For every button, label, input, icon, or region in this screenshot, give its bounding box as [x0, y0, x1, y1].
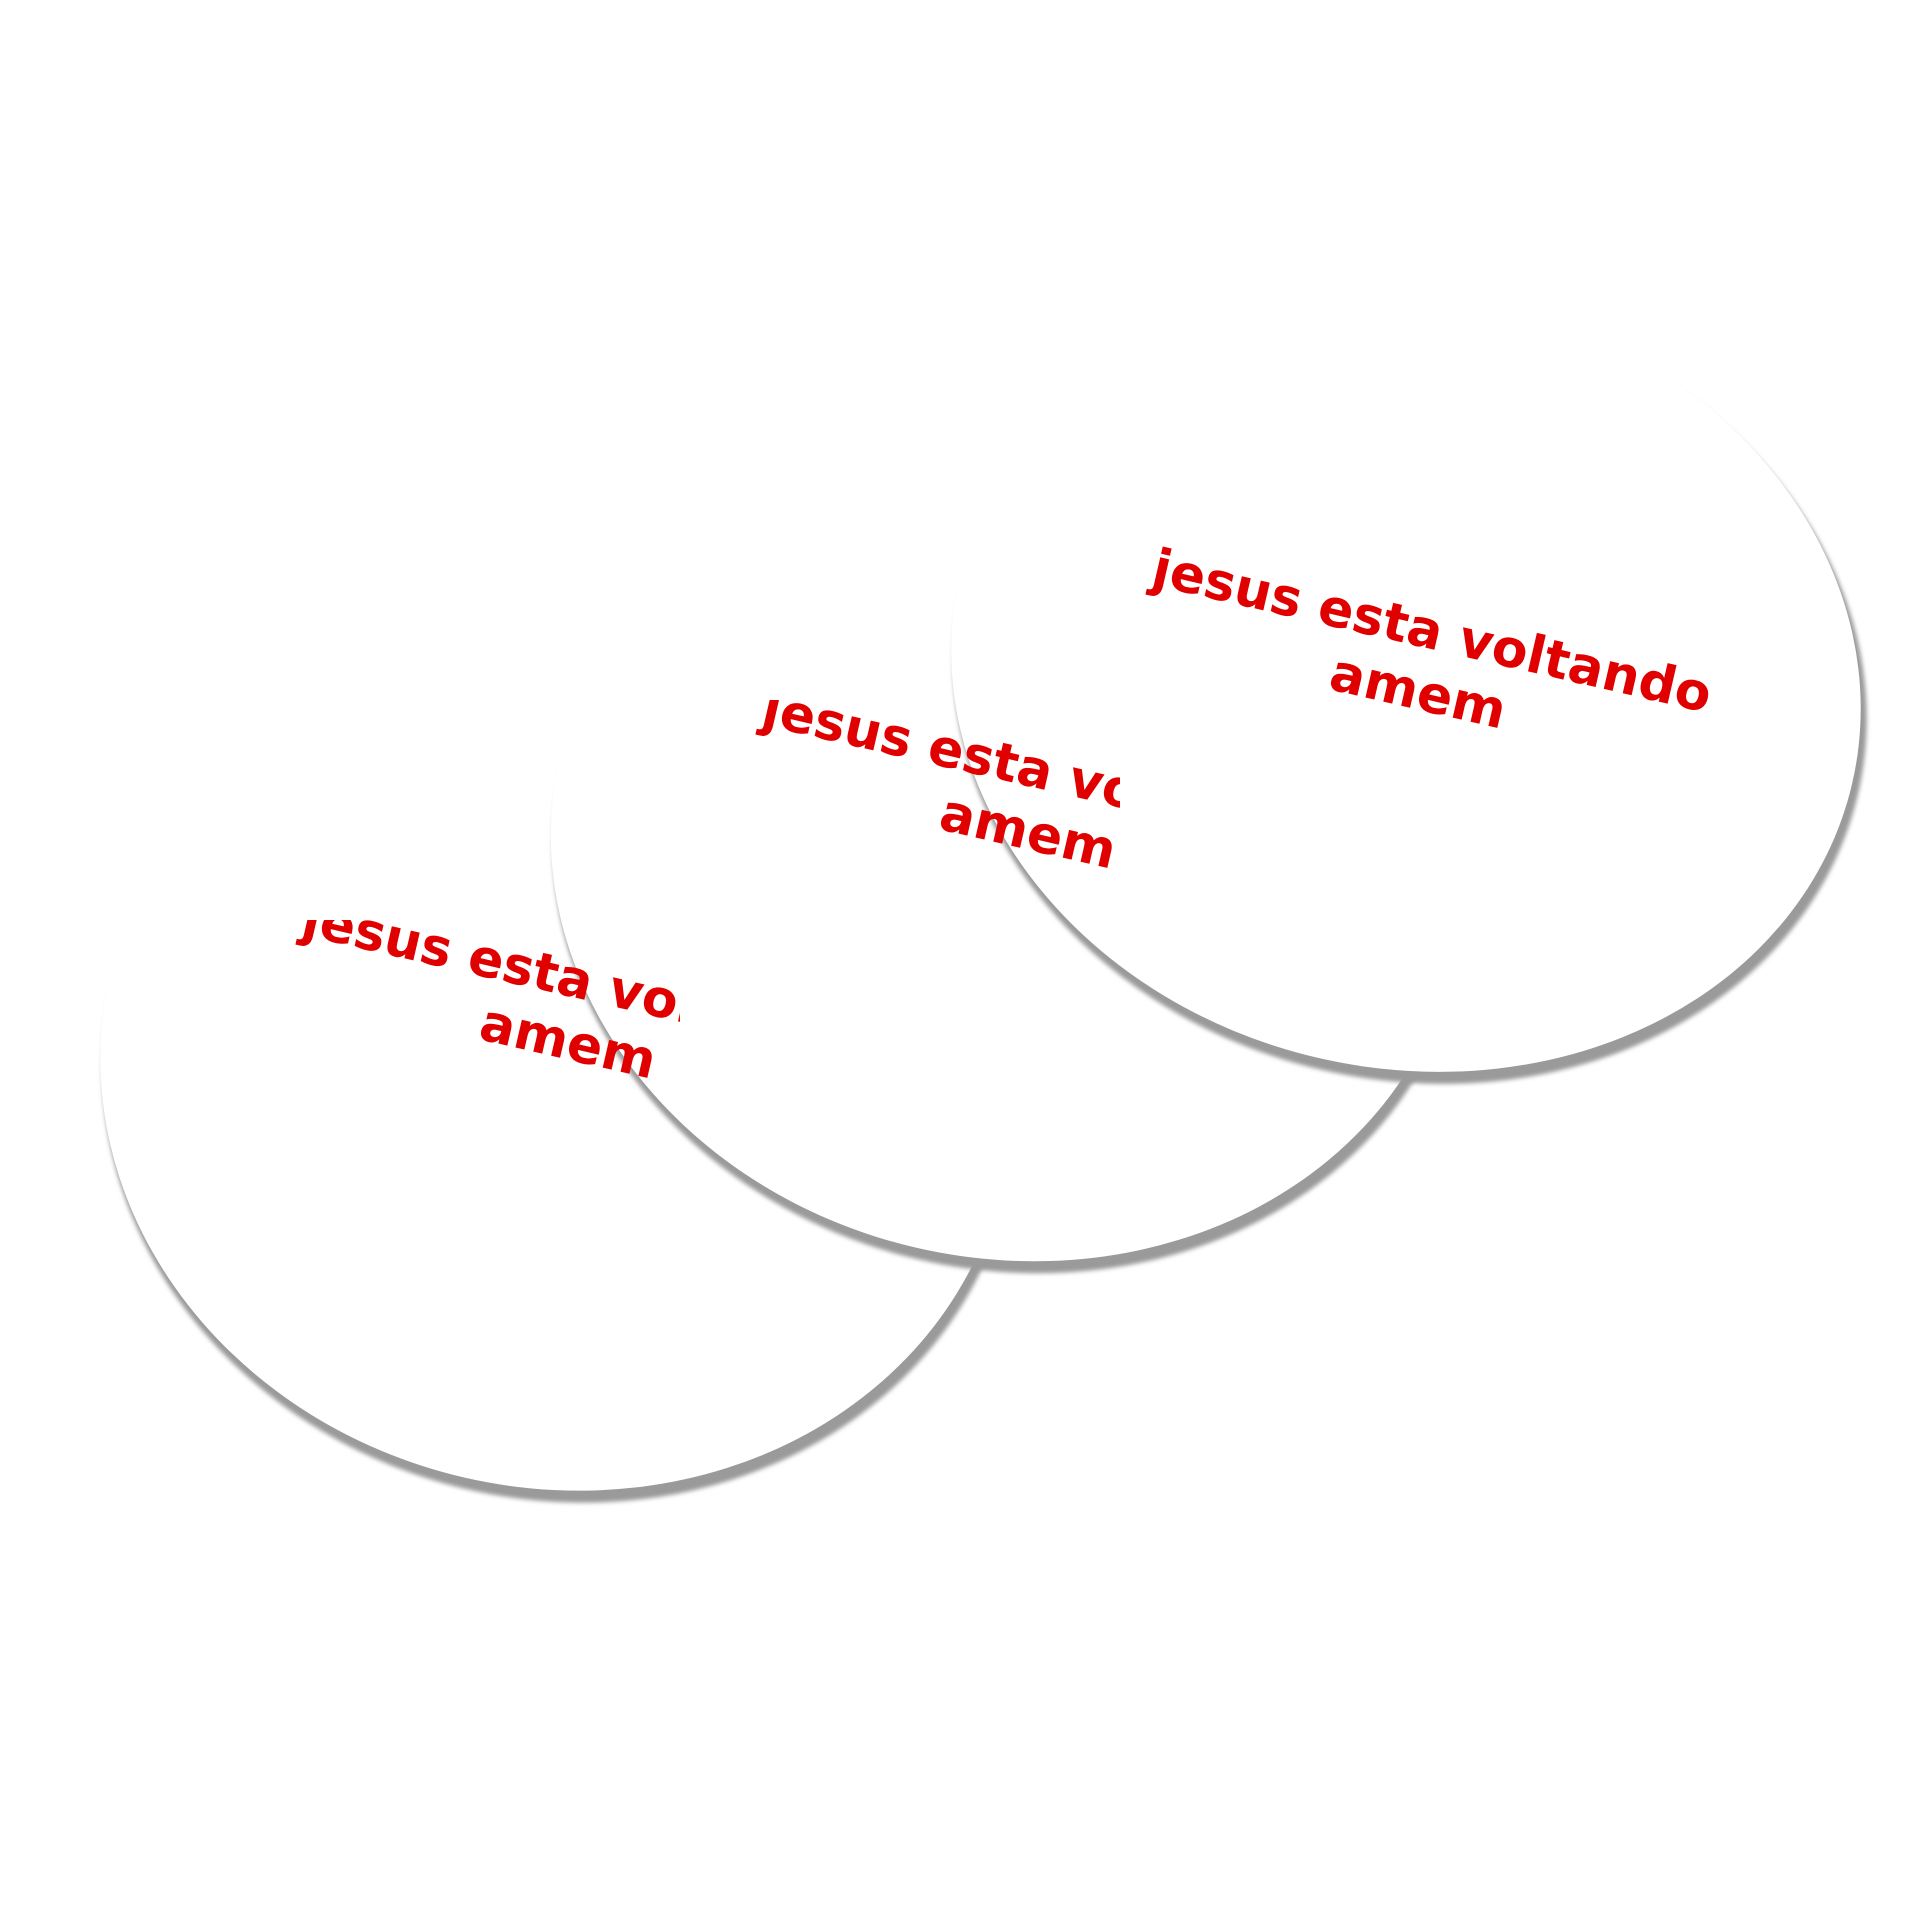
plate-back-surface: [951, 288, 1861, 1072]
plate-front-text-clip: jesus esta voltando amem: [250, 920, 680, 1220]
plate-middle-text-clip: jesus esta voltando amem: [700, 700, 1120, 1000]
plate-middle-caption: jesus esta voltando amem: [734, 700, 1120, 929]
plate-back: [951, 288, 1867, 1084]
plate-front-caption: jesus esta voltando amem: [274, 920, 680, 1139]
